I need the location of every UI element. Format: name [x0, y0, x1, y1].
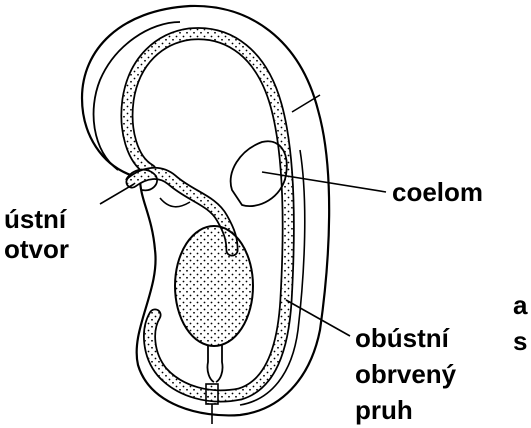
band-label-line1: obústní — [355, 320, 456, 356]
coelom-label: coelom — [392, 177, 483, 207]
cropped-label-line2: s — [513, 323, 527, 359]
band-label-line3: pruh — [355, 392, 456, 428]
cropped-label: a s — [513, 287, 527, 359]
leader-mouth — [100, 184, 134, 204]
cropped-label-line1: a — [513, 287, 527, 323]
intestine — [207, 345, 214, 382]
leader-band — [286, 300, 350, 336]
band-label-line2: obrvený — [355, 356, 456, 392]
mouth-label-line2: otvor — [4, 234, 69, 264]
ciliated-band-label: obústní obrvený pruh — [355, 320, 456, 428]
stomach — [175, 226, 253, 346]
mouth-label-line1: ústní — [4, 204, 69, 234]
mouth-label: ústní otvor — [4, 204, 69, 264]
anal-opening — [206, 384, 218, 404]
